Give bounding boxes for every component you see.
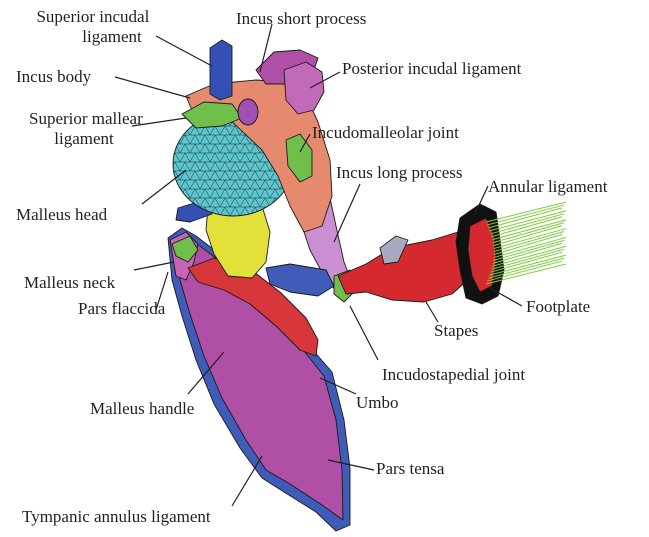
label-malleus-handle: Malleus handle: [90, 399, 194, 418]
label-superior-incudal-ligament: Superior incudal ligament: [36, 7, 153, 46]
leader-incus-body: [115, 77, 190, 98]
footplate-fiber-line: [491, 217, 562, 237]
footplate-fiber-line: [493, 240, 564, 260]
label-pars-tensa: Pars tensa: [376, 459, 445, 478]
leader-malleus-neck: [134, 262, 174, 270]
label-stapes: Stapes: [434, 321, 478, 340]
label-footplate: Footplate: [526, 297, 590, 316]
leader-incus-long-process: [334, 184, 360, 242]
footplate-fiber-line: [493, 226, 562, 246]
label-tympanic-annulus-ligament: Tympanic annulus ligament: [22, 507, 211, 526]
footplate-fiber-line: [487, 205, 564, 225]
label-incus-short-process: Incus short process: [236, 9, 366, 28]
label-malleus-neck: Malleus neck: [24, 273, 116, 292]
superior-incudal-ligament-shape: [210, 40, 232, 100]
stapes: [336, 202, 566, 304]
label-incus-body: Incus body: [16, 67, 92, 86]
leader-incudostapedial-joint: [350, 306, 378, 360]
leader-tympanic-annulus-ligament: [232, 456, 262, 506]
label-annular-ligament: Annular ligament: [488, 177, 608, 196]
superior-mallear-ligament-tip: [238, 99, 258, 125]
leader-stapes: [426, 302, 438, 322]
footplate-fiber-line: [494, 232, 564, 252]
label-superior-mallear-ligament: Superior mallear ligament: [29, 109, 147, 148]
footplate-fiber-line: [488, 208, 562, 228]
footplate-fiber-line: [494, 234, 562, 254]
label-incudomalleolar-joint: Incudomalleolar joint: [312, 123, 459, 142]
label-malleus-head: Malleus head: [16, 205, 108, 224]
label-incudostapedial-joint: Incudostapedial joint: [382, 365, 525, 384]
label-pars-flaccida: Pars flaccida: [78, 299, 166, 318]
label-umbo: Umbo: [356, 393, 399, 412]
footplate-fiber-line: [493, 223, 564, 243]
leader-superior-incudal-ligament: [156, 36, 212, 66]
label-incus-long-process: Incus long process: [336, 163, 463, 182]
label-posterior-incudal-ligament: Posterior incudal ligament: [342, 59, 522, 78]
